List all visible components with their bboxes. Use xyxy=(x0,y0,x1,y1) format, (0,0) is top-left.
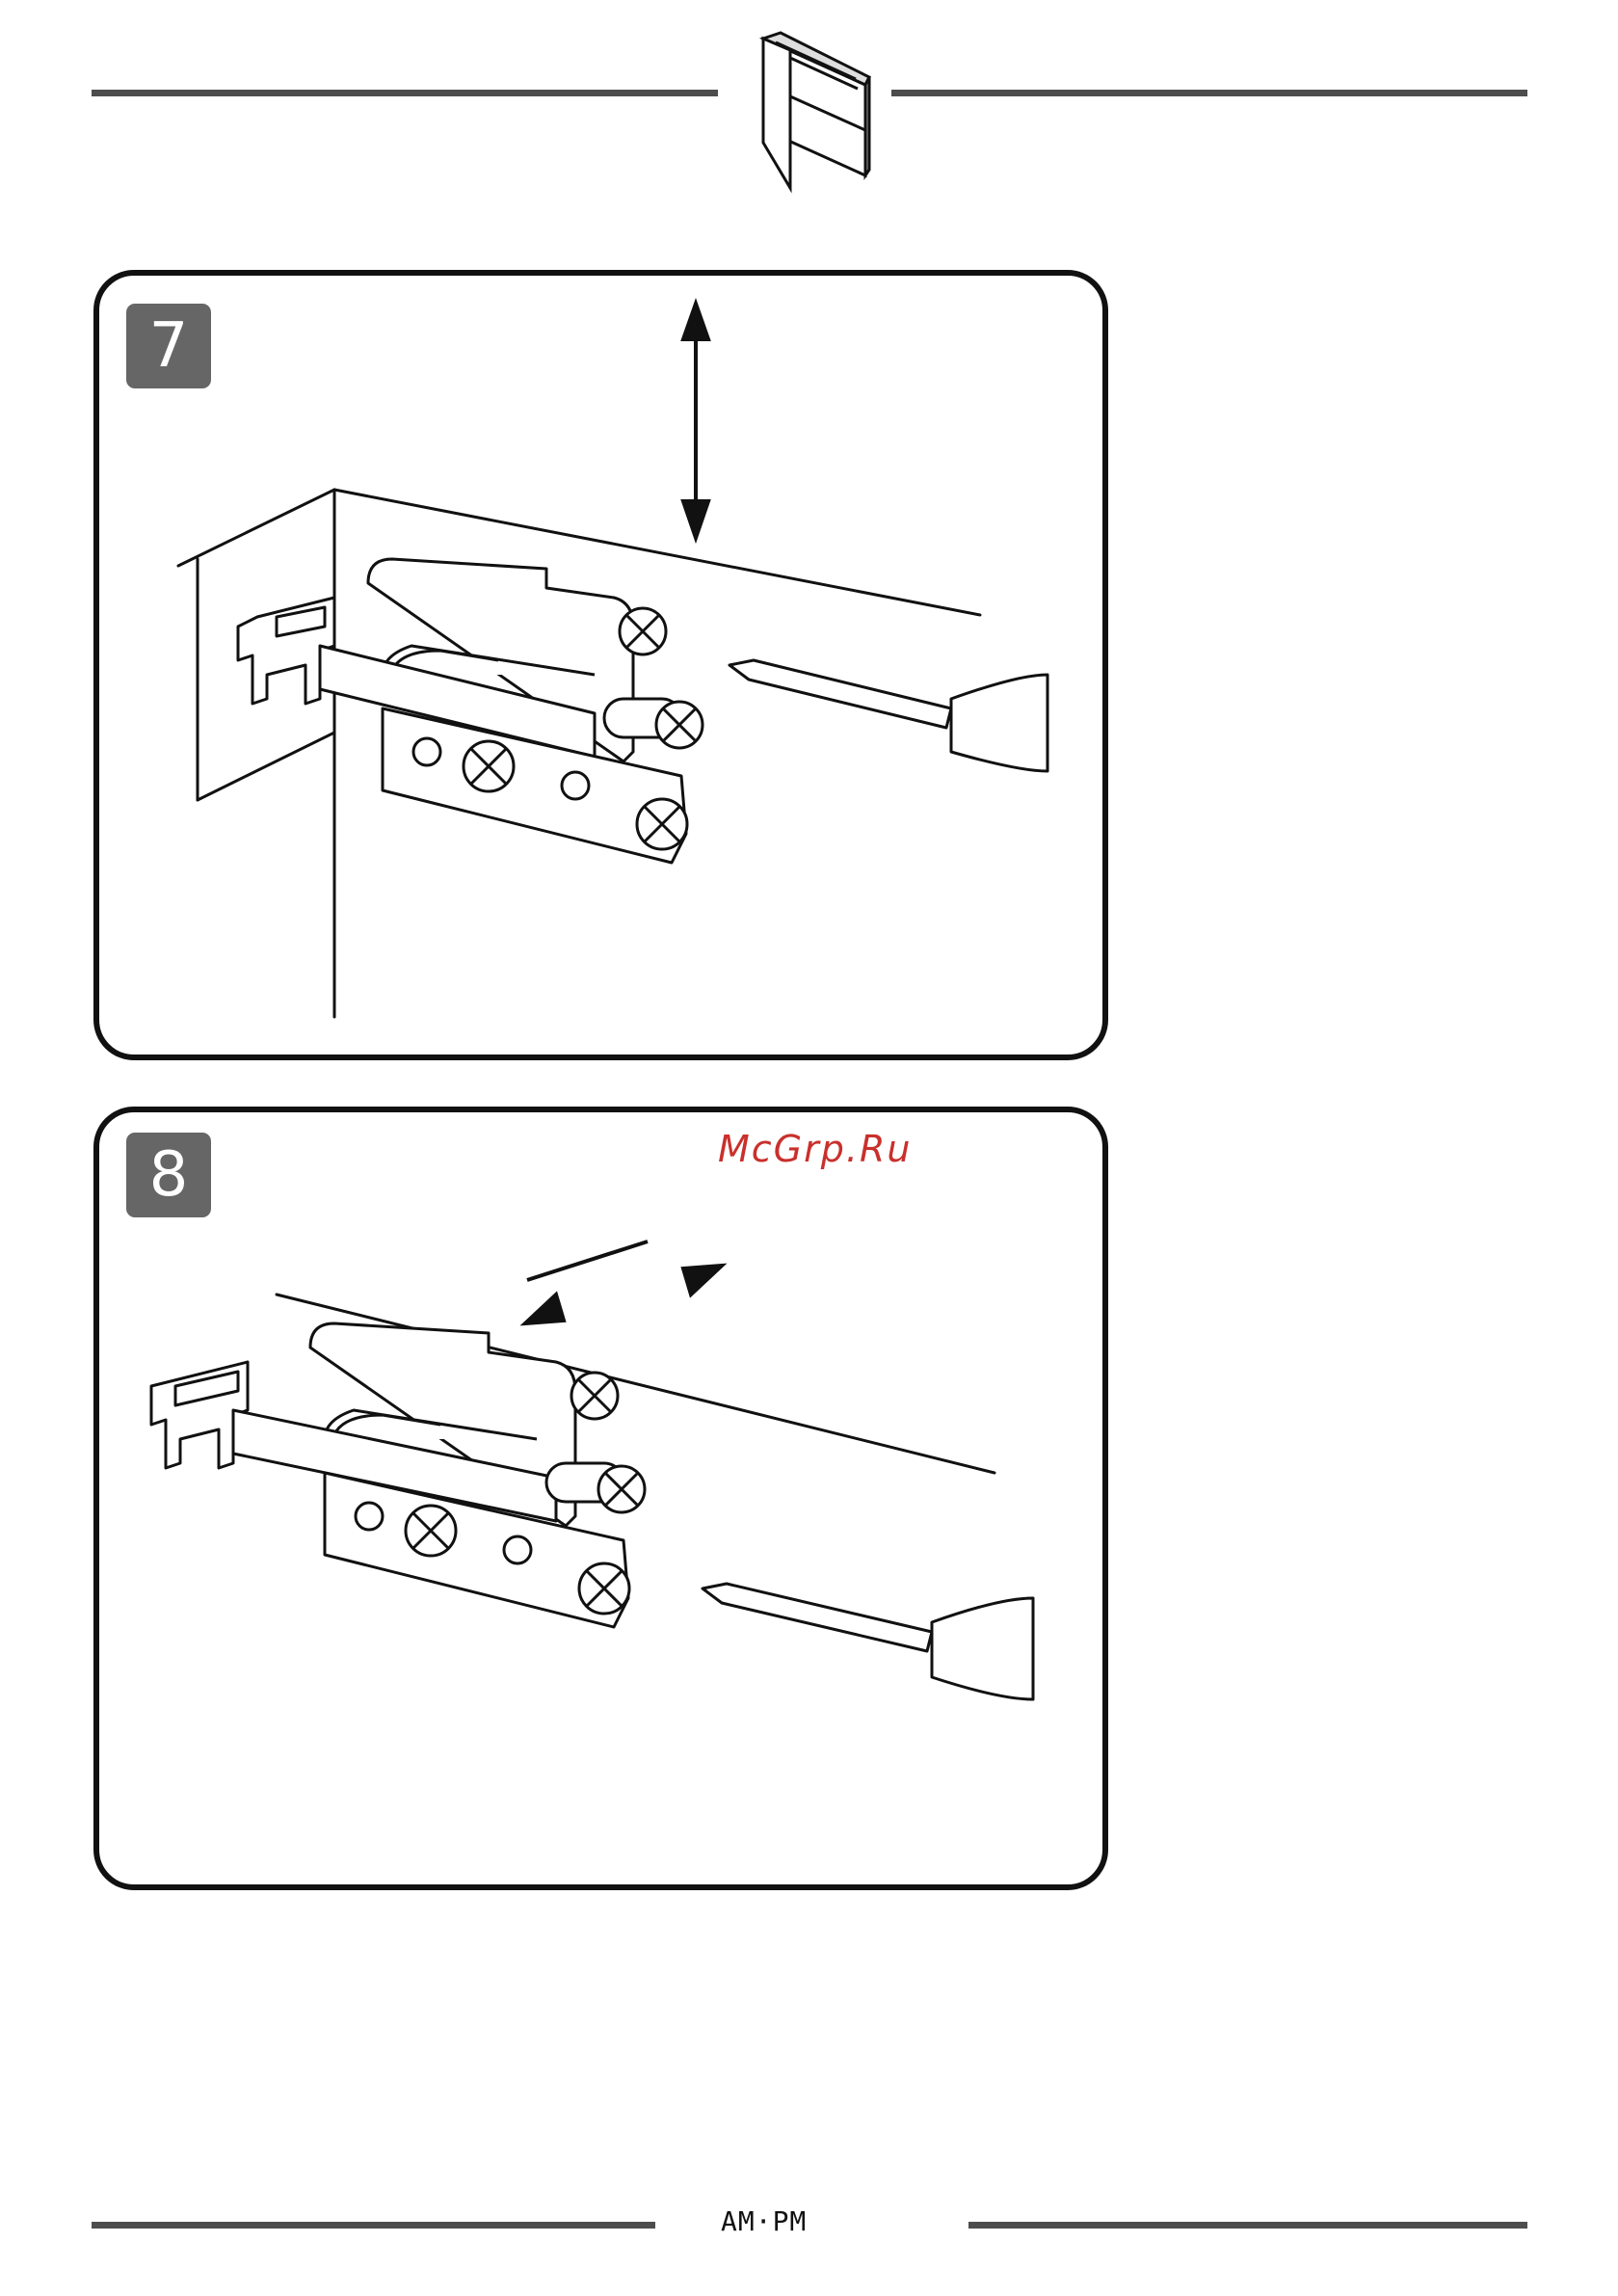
header-rule-right xyxy=(891,90,1527,96)
hinge-illustration xyxy=(238,559,703,863)
footer-brand: AM·PM xyxy=(721,2205,807,2237)
step-7-illustration xyxy=(93,270,1108,1060)
header-rule-left xyxy=(92,90,718,96)
step-8-illustration xyxy=(93,1107,1108,1890)
footer-rule-left xyxy=(92,2222,655,2229)
cabinet-logo-icon xyxy=(752,29,872,193)
screwdriver-icon xyxy=(703,1584,1033,1699)
vertical-double-arrow-icon xyxy=(683,304,708,538)
screwdriver-icon xyxy=(729,660,1048,771)
diagonal-double-arrow-icon xyxy=(525,1241,722,1323)
footer-rule-right xyxy=(968,2222,1527,2229)
